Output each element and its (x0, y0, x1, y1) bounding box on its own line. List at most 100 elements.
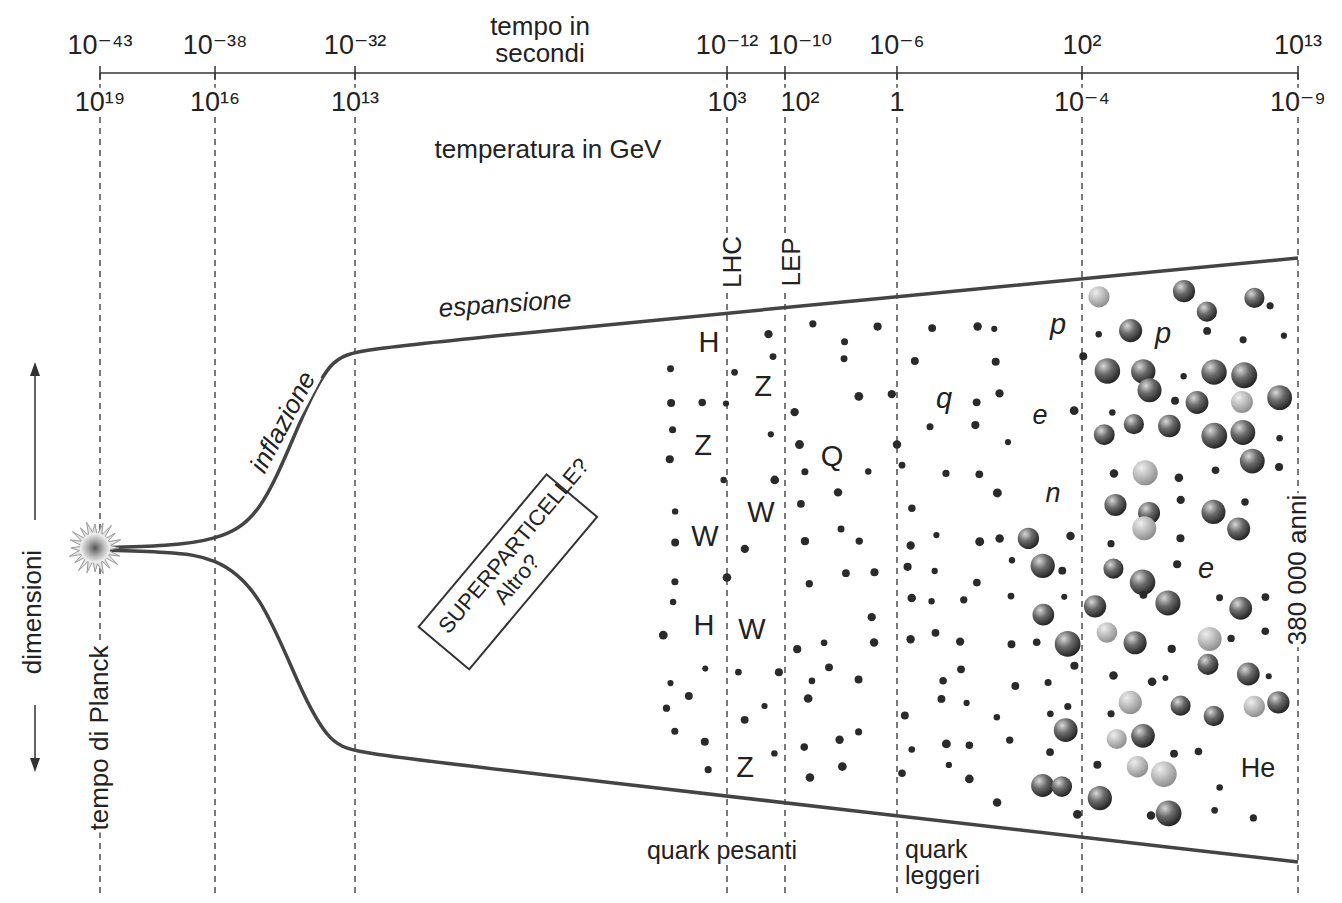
particle-label: n (1043, 479, 1062, 507)
particle (1250, 814, 1257, 821)
particle (854, 392, 863, 401)
speculation-box: SUPERPARTICELLE? Altro? (417, 473, 599, 671)
particle (942, 739, 951, 748)
particle (1109, 671, 1118, 680)
particle (1138, 378, 1162, 402)
particle (838, 762, 847, 771)
particle (1230, 420, 1255, 445)
particle (659, 631, 668, 640)
time-value: 10⁻¹⁰ (766, 31, 834, 59)
axis-tick (1297, 66, 1299, 80)
particle (1084, 595, 1106, 617)
particle (1124, 414, 1144, 434)
particle (966, 741, 974, 749)
particle (971, 421, 979, 429)
time-value: 10⁻¹² (694, 31, 760, 59)
particle (1244, 288, 1264, 308)
particle (932, 568, 938, 574)
particle (671, 578, 678, 585)
particle (1261, 627, 1269, 635)
particle (1093, 761, 1101, 769)
particle (800, 743, 808, 751)
particle (908, 746, 915, 753)
particle (1201, 359, 1226, 384)
particle (1240, 336, 1247, 343)
time-value: 10⁻³⁸ (181, 31, 250, 59)
particle (1281, 333, 1287, 339)
box-text: SUPERPARTICELLE? Altro? (434, 490, 582, 654)
particle (1276, 435, 1283, 442)
particle (1262, 593, 1270, 601)
particle (1088, 286, 1109, 307)
particle (907, 594, 916, 603)
particle (1231, 362, 1257, 388)
particle (1241, 498, 1249, 506)
particle (1011, 682, 1019, 690)
particle (995, 534, 1004, 543)
particle (1197, 302, 1217, 322)
particle-label: W (745, 497, 776, 527)
particle (855, 728, 862, 735)
particle (835, 736, 843, 744)
axis-label: dimensioni (19, 548, 46, 676)
particle (1070, 662, 1078, 670)
particle (1119, 691, 1142, 714)
particle (1171, 397, 1179, 405)
particle (667, 365, 674, 372)
particle (1168, 645, 1176, 653)
upper-expansion-curve (95, 258, 1298, 548)
particle (1033, 638, 1041, 646)
particle (957, 665, 965, 673)
particle (994, 714, 1000, 720)
particle (1033, 604, 1055, 626)
particle (1170, 750, 1178, 758)
particle (1227, 517, 1250, 540)
particle (975, 537, 984, 546)
axis-tick (726, 66, 728, 80)
particle (1066, 532, 1074, 540)
particle (1155, 590, 1180, 615)
particle (855, 675, 863, 683)
particle (973, 398, 981, 406)
particle (965, 775, 974, 784)
particle (806, 773, 815, 782)
particle (874, 322, 882, 330)
particle (667, 399, 675, 407)
particle (1095, 331, 1101, 337)
particle (993, 488, 1002, 497)
particle (973, 322, 981, 330)
particle (768, 431, 774, 437)
particle (1097, 622, 1118, 643)
particle (870, 568, 878, 576)
particle (671, 728, 678, 735)
particle (1227, 635, 1234, 642)
particle (1197, 654, 1218, 675)
particle (723, 573, 732, 582)
particle (928, 598, 934, 604)
particle (1216, 594, 1223, 601)
phase-label: espansione (436, 286, 575, 323)
particle (1109, 409, 1115, 415)
particle (1006, 736, 1013, 743)
quark-era-label: quark pesanti (645, 837, 799, 863)
particle (1231, 391, 1253, 413)
particle (672, 508, 678, 514)
particle (1212, 467, 1220, 475)
axis-line (100, 72, 1298, 74)
particle-label: Z (752, 371, 774, 401)
particle (937, 695, 945, 703)
particle (898, 769, 906, 777)
particle (1186, 391, 1209, 414)
particle (1045, 679, 1052, 686)
particle (904, 563, 912, 571)
particle-label: He (1239, 754, 1278, 782)
particle (1201, 423, 1227, 449)
particle (899, 462, 906, 469)
era-label: 380 000 anni (1284, 493, 1311, 647)
particle-label: p (1048, 309, 1068, 339)
particle (1058, 567, 1066, 575)
particle (666, 455, 674, 463)
particle (1180, 373, 1186, 379)
particle (1211, 807, 1218, 814)
particle (1119, 319, 1142, 342)
